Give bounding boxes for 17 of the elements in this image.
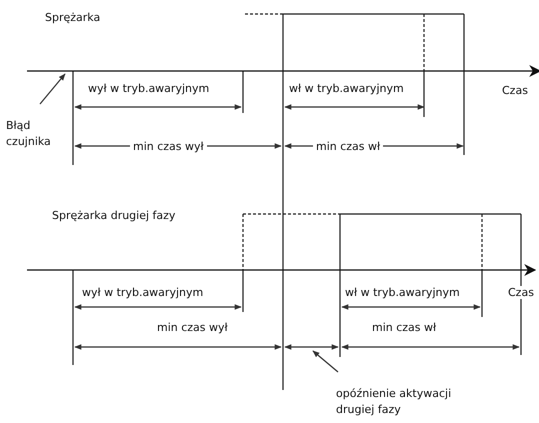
signal-label: Sprężarka drugiej fazy [52, 209, 176, 222]
dimension-line [284, 344, 339, 350]
annotation-text: Błąd czujnika [6, 118, 66, 150]
duration-label: wył w tryb.awaryjnym [82, 286, 204, 299]
leader-line [40, 73, 66, 104]
time-axis [27, 65, 539, 77]
annotation-text: opóźnienie aktywacji drugiej fazy [336, 386, 471, 418]
duration-label: min czas wł [313, 140, 384, 153]
signal-label: Sprężarka [45, 11, 100, 24]
duration-label: wł w tryb.awaryjnym [289, 82, 404, 95]
duration-label: min czas wł [372, 321, 436, 334]
axis-label: Czas [502, 84, 528, 97]
duration-label: wł w tryb.awaryjnym [345, 286, 460, 299]
duration-label: min czas wył [157, 321, 228, 334]
leader-line [312, 350, 338, 372]
duration-label: min czas wył [130, 140, 207, 153]
duration-label: wył w tryb.awaryjnym [88, 82, 210, 95]
